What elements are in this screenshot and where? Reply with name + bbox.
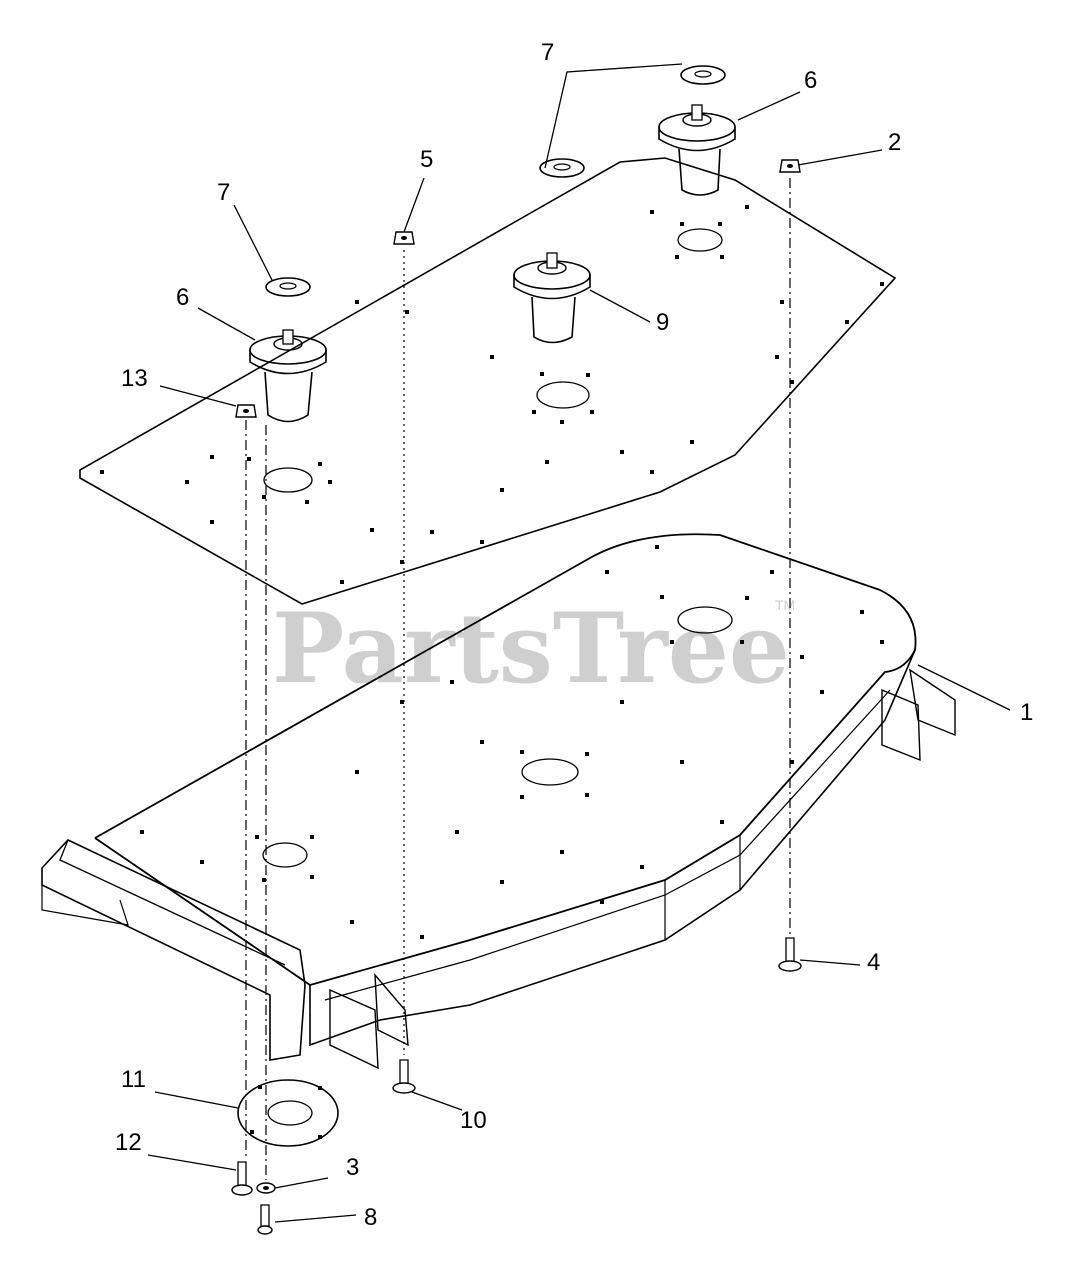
nut-part-2 — [779, 159, 801, 173]
dust-cap-right — [680, 65, 726, 85]
callout-3: 3 — [346, 1154, 359, 1181]
spindle-adapter-plate — [237, 1079, 339, 1147]
bolt-part-4 — [778, 937, 802, 972]
callout-7-top: 7 — [541, 39, 554, 66]
washer-part-3 — [256, 1182, 276, 1194]
callout-10: 10 — [460, 1107, 487, 1134]
callout-7-left: 7 — [217, 179, 230, 206]
callout-4: 4 — [867, 949, 880, 976]
watermark-trademark: TM — [775, 597, 795, 613]
spindle-assembly-right — [658, 104, 736, 196]
leader-lines — [147, 63, 1011, 1223]
alignment-lines — [245, 178, 791, 1180]
callout-8: 8 — [364, 1204, 377, 1231]
callout-2: 2 — [888, 129, 901, 156]
watermark-text: PartsTree — [272, 592, 790, 705]
callout-5: 5 — [420, 146, 433, 173]
callout-12: 12 — [115, 1129, 142, 1156]
mower-deck-shell — [41, 533, 956, 1070]
callout-labels: 1 2 3 4 5 6 6 7 7 8 9 10 11 12 13 — [115, 39, 1033, 1231]
nut-part-5 — [393, 231, 415, 245]
callout-6-right: 6 — [804, 67, 817, 94]
callout-1: 1 — [1020, 699, 1033, 726]
bolt-part-10 — [392, 1059, 416, 1094]
bolt-part-8 — [257, 1204, 273, 1235]
callout-9: 9 — [656, 309, 669, 336]
dust-cap-left — [265, 277, 311, 297]
callout-11: 11 — [121, 1066, 146, 1093]
callout-6-left: 6 — [176, 284, 189, 311]
spindle-assembly-left — [249, 329, 327, 423]
nut-part-13 — [235, 404, 257, 418]
callout-13: 13 — [121, 365, 148, 392]
dust-cap-center — [539, 158, 585, 178]
spindle-assembly-center — [513, 252, 591, 344]
bolt-part-12 — [231, 1161, 253, 1196]
deck-cover-plate — [79, 157, 897, 605]
